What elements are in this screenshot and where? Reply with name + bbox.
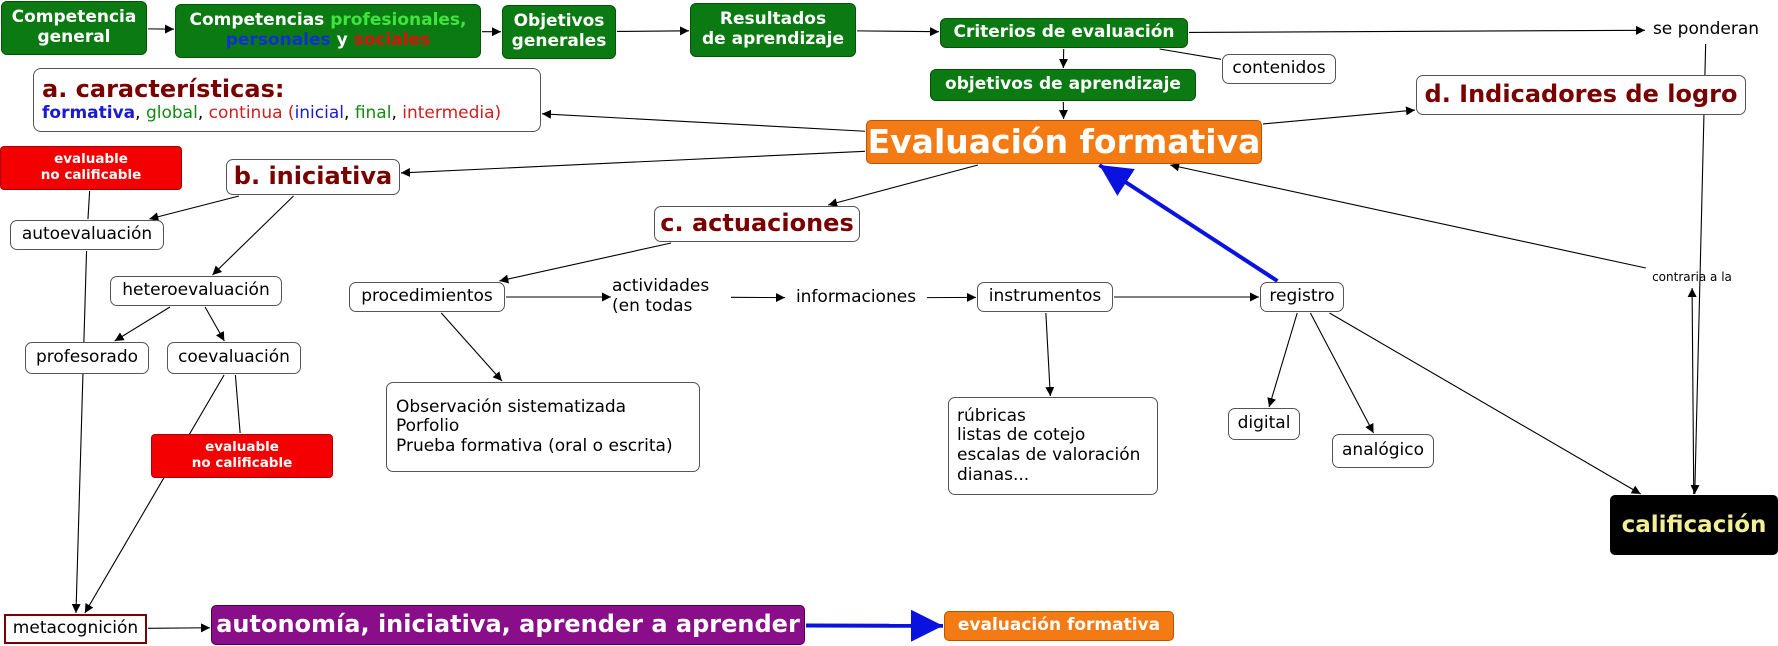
caracteristicas-list: formativa, global, continua (inicial, fi… xyxy=(42,103,502,124)
node-indicadores-de-logro[interactable]: d. Indicadores de logro xyxy=(1416,75,1746,115)
link-coevaluacion-to-evaluable-2 xyxy=(234,374,241,434)
node-calificacion[interactable]: calificación xyxy=(1610,495,1778,555)
link-evaluacion-formativa-to-indicadores xyxy=(1262,106,1416,125)
caracteristica-sep-1: , xyxy=(135,103,146,124)
caracteristicas-title: a. características: xyxy=(42,75,285,104)
node-criterios-de-evaluacion[interactable]: Criterios de evaluación xyxy=(940,18,1188,48)
node-iniciativa[interactable]: b. iniciativa xyxy=(226,159,400,195)
link-coevaluacion-to-metacognicion xyxy=(84,374,225,614)
link-registro-to-digital xyxy=(1267,312,1298,408)
node-registro[interactable]: registro xyxy=(1260,282,1344,312)
node-profesorado[interactable]: profesorado xyxy=(25,342,149,374)
competencias-sociales: sociales xyxy=(353,30,431,50)
node-actividades[interactable]: actividades(en todas xyxy=(612,276,710,316)
caracteristica-sep-2: , xyxy=(197,103,209,124)
link-evaluacion-formativa-to-actuaciones xyxy=(827,164,979,208)
caracteristica-continua: continua ( xyxy=(208,103,295,124)
link-criterios-to-contenidos xyxy=(1159,48,1222,60)
node-informaciones[interactable]: informaciones xyxy=(795,287,917,308)
caracteristica-sep-3: , xyxy=(344,103,355,124)
node-heteroevaluacion[interactable]: heteroevaluación xyxy=(110,276,282,306)
competencias-profesionales: profesionales, xyxy=(330,10,467,31)
link-evaluacion-formativa-to-caracteristicas xyxy=(541,109,866,132)
node-autonomia-iniciativa-aprender[interactable]: autonomía, iniciativa, aprender a aprend… xyxy=(211,605,805,645)
competencias-personales: personales xyxy=(225,30,331,50)
link-autoevaluacion-to-metacognicion xyxy=(71,250,88,614)
link-procedimientos-to-observacion xyxy=(440,312,503,382)
link-se-ponderan-to-calificacion xyxy=(1690,43,1707,495)
link-resultados-to-criterios xyxy=(856,27,940,37)
caracteristica-intermedia: intermedia) xyxy=(402,103,502,124)
node-contraria-a-la[interactable]: contraria a la xyxy=(1652,270,1732,285)
link-heteroevaluacion-to-profesorado xyxy=(114,306,171,342)
node-competencias[interactable]: Competencias profesionales, personales y… xyxy=(175,4,481,58)
link-metacognicion-to-autonomia xyxy=(147,623,211,633)
competencias-line-2: personales y sociales xyxy=(176,30,480,51)
link-heteroevaluacion-to-coevaluacion xyxy=(204,306,225,342)
node-procedimientos[interactable]: procedimientos xyxy=(349,282,505,312)
link-registro-to-calificacion xyxy=(1329,312,1641,495)
node-actuaciones[interactable]: c. actuaciones xyxy=(654,206,860,242)
node-digital[interactable]: digital xyxy=(1228,408,1300,440)
caracteristica-inicial: inicial xyxy=(294,103,344,124)
node-objetivos-de-aprendizaje[interactable]: objetivos de aprendizaje xyxy=(930,69,1196,101)
link-evaluacion-formativa-to-iniciativa xyxy=(400,150,866,177)
connectors xyxy=(71,24,1707,642)
link-actuaciones-to-procedimientos xyxy=(499,242,672,284)
link-iniciativa-to-autoevaluacion xyxy=(149,195,240,222)
competencias-prefix: Competencias xyxy=(189,10,331,31)
node-caracteristicas[interactable]: a. características: formativa, global, c… xyxy=(33,68,541,132)
node-metacognicion[interactable]: metacognición xyxy=(4,614,147,644)
node-se-ponderan[interactable]: se ponderan xyxy=(1652,19,1760,40)
caracteristica-final: final xyxy=(354,103,392,124)
link-contraria-to-evaluacion-formativa xyxy=(1170,162,1646,269)
caracteristica-sep-4: , xyxy=(391,103,403,124)
link-iniciativa-to-heteroevaluacion xyxy=(212,195,294,276)
competencias-line-1: Competencias profesionales, xyxy=(176,11,480,31)
link-registro-to-analogico xyxy=(1309,312,1375,434)
link-calificacion-to-contraria xyxy=(1687,287,1697,495)
node-instrumentos[interactable]: instrumentos xyxy=(977,282,1113,312)
link-objetivos-generales-to-resultados xyxy=(616,26,690,36)
link-evaluable-1-to-autoevaluacion xyxy=(87,190,91,220)
node-coevaluacion[interactable]: coevaluación xyxy=(167,342,301,374)
link-criterios-to-se-ponderan xyxy=(1188,25,1646,35)
caracteristica-formativa: formativa xyxy=(42,103,136,124)
link-instrumentos-to-rubricas xyxy=(1045,312,1055,397)
node-evaluacion-formativa-2[interactable]: evaluación formativa xyxy=(944,611,1174,641)
node-evaluacion-formativa[interactable]: Evaluación formativa xyxy=(866,120,1262,164)
caracteristica-global: global xyxy=(145,103,198,124)
node-analogico[interactable]: analógico xyxy=(1332,434,1434,468)
competencias-y: y xyxy=(330,30,354,50)
link-registro-to-evaluacion-formativa xyxy=(1098,163,1279,283)
node-autoevaluacion[interactable]: autoevaluación xyxy=(10,220,164,250)
node-contenidos[interactable]: contenidos xyxy=(1222,54,1336,84)
